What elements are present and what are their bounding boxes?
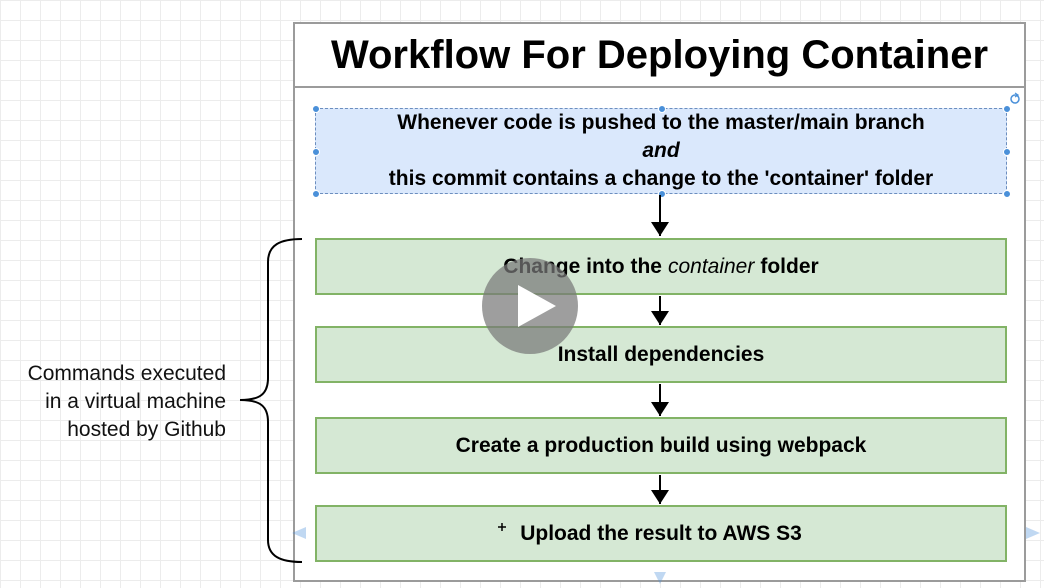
resize-handle[interactable] (312, 148, 320, 156)
crosshair-icon (498, 523, 506, 531)
step-change-folder[interactable]: Change into the container folder (315, 238, 1007, 295)
title-text: Workflow For Deploying Container (330, 32, 989, 77)
step-3-text: Create a production build using webpack (455, 433, 867, 457)
note-line-2: in a virtual machine (45, 390, 226, 413)
connect-arrow-icon[interactable] (292, 527, 1040, 584)
commands-note: Commands executed in a virtual machine h… (0, 360, 226, 444)
step-install-dependencies[interactable]: Install dependencies (315, 326, 1007, 383)
rotate-icon[interactable] (1010, 92, 1020, 104)
resize-handle[interactable] (312, 105, 320, 113)
resize-handle[interactable] (658, 105, 666, 113)
step-1-text-em: container (667, 254, 755, 278)
arrow-trigger-to-step1 (651, 195, 669, 236)
step-1-text-b: folder (760, 254, 819, 278)
diagram-title: Workflow For Deploying Container (293, 22, 1026, 88)
resize-handle[interactable] (1003, 148, 1011, 156)
arrow-step3-to-step4 (651, 475, 669, 504)
step-4-text: Upload the result to AWS S3 (520, 521, 802, 545)
resize-handle[interactable] (1003, 105, 1011, 113)
step-production-build[interactable]: Create a production build using webpack (315, 417, 1007, 474)
step-upload-s3[interactable]: Upload the result to AWS S3 (315, 505, 1007, 562)
trigger-line-3: this commit contains a change to the 'co… (388, 167, 934, 190)
note-line-1: Commands executed (27, 362, 226, 385)
play-icon (518, 285, 556, 327)
arrow-step2-to-step3 (651, 384, 669, 416)
trigger-box[interactable]: Whenever code is pushed to the master/ma… (312, 105, 1011, 198)
step-2-text: Install dependencies (557, 342, 765, 366)
resize-handle[interactable] (312, 190, 320, 198)
resize-handle[interactable] (1003, 190, 1011, 198)
arrow-step1-to-step2 (651, 296, 669, 325)
trigger-line-1: Whenever code is pushed to the master/ma… (397, 111, 925, 134)
resize-handle[interactable] (658, 190, 666, 198)
curly-brace (239, 238, 303, 563)
trigger-line-2: and (642, 139, 680, 162)
play-button[interactable] (482, 258, 578, 354)
note-line-3: hosted by Github (67, 418, 226, 441)
